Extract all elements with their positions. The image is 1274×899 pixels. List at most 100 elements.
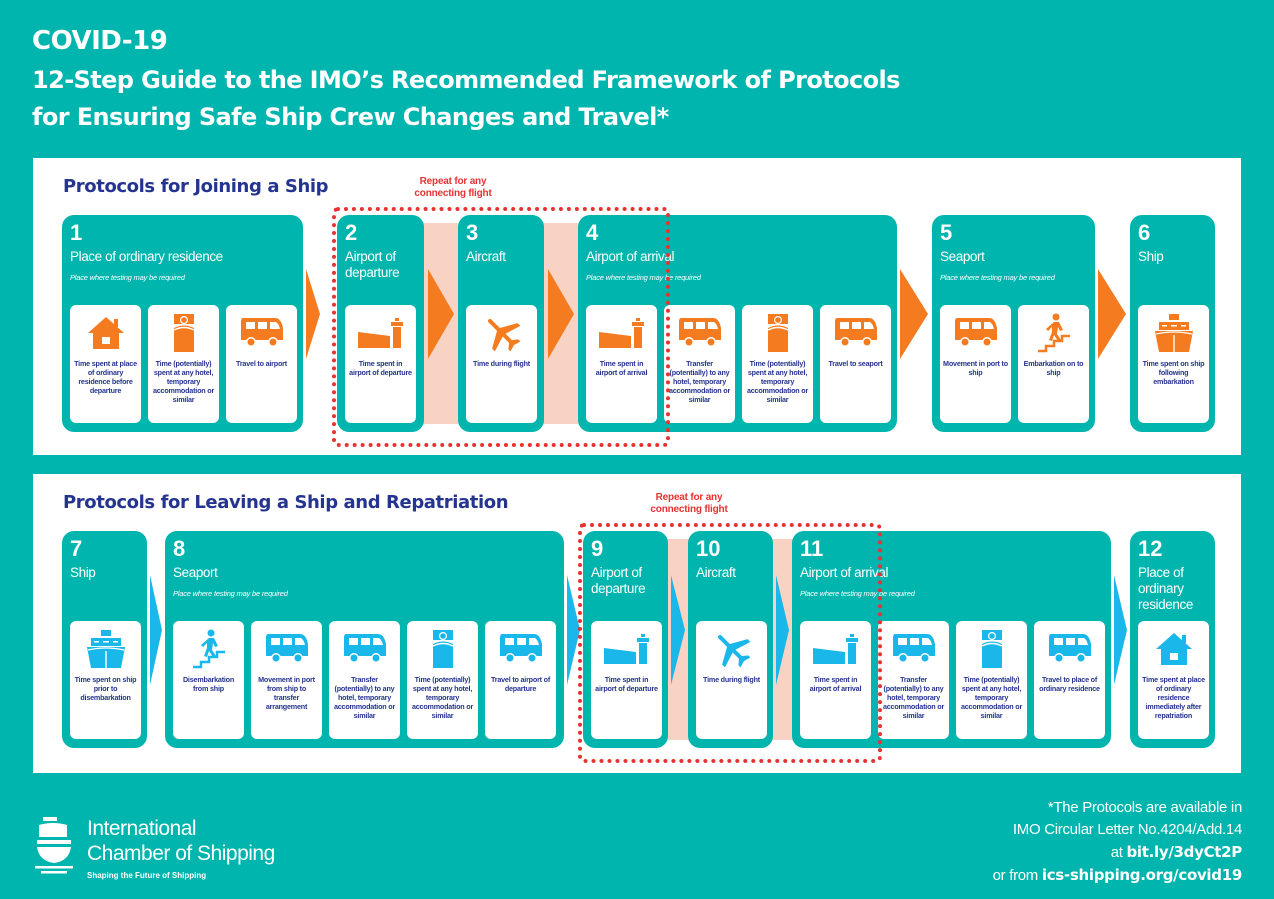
step-name: Aircraft (696, 565, 736, 580)
step-number: 4 (586, 220, 599, 245)
step-name: Seaport (173, 565, 218, 580)
footnote-line4: or from ics-shipping.org/covid19 (993, 864, 1243, 887)
stage-box: Time (potentially) spent at any hotel, t… (742, 305, 813, 423)
step-name: Place of ordinary residence (1138, 565, 1193, 612)
flow-arrow-icon (150, 574, 162, 690)
testing-note: Place where testing may be required (173, 589, 288, 598)
org-name-line2: Chamber of Shipping (87, 842, 275, 865)
header-title-line3: for Ensuring Safe Ship Crew Changes and … (32, 103, 669, 131)
stage-caption: Transfer (potentially) to any hotel, tem… (882, 675, 945, 720)
footnote-line3: at bit.ly/3dyCt2P (993, 841, 1243, 864)
flow-arrow-icon (776, 574, 789, 690)
testing-note: Place where testing may be required (70, 273, 185, 282)
header-title-line1: COVID-19 (32, 26, 168, 56)
step-name: Airport of arrival (800, 565, 889, 580)
flow-arrow-icon (671, 574, 685, 690)
footnote: *The Protocols are available in IMO Circ… (993, 797, 1243, 887)
step-name: Airport of departure (591, 565, 646, 596)
leaving-section-title: Protocols for Leaving a Ship and Repatri… (63, 492, 509, 513)
testing-note: Place where testing may be required (800, 589, 915, 598)
stage-caption: Movement in port from ship to transfer a… (258, 675, 315, 711)
stage-caption: Time spent in airport of arrival (595, 359, 648, 377)
org-tagline: Shaping the Future of Shipping (87, 871, 207, 880)
stage-caption: Time spent at place of ordinary residenc… (1142, 675, 1205, 720)
ics-logo-icon (33, 815, 77, 880)
airport-icon (345, 313, 416, 353)
flow-arrow-icon (306, 268, 320, 364)
house-icon (1138, 629, 1209, 669)
step-number: 8 (173, 536, 186, 561)
bus-icon (820, 313, 891, 353)
bed-icon (407, 629, 478, 669)
stage-box: Time during flight (696, 621, 767, 739)
step-number: 3 (466, 220, 479, 245)
stage-box: Movement in port from ship to transfer a… (251, 621, 322, 739)
stage-caption: Time spent on ship following embarkation (1142, 359, 1205, 386)
stage-caption: Travel to airport of departure (490, 675, 551, 693)
stage-box: Transfer (potentially) to any hotel, tem… (878, 621, 949, 739)
stage-caption: Travel to airport (236, 359, 287, 368)
footnote-line1: *The Protocols are available in (1047, 799, 1242, 816)
stage-caption: Time spent in airport of arrival (809, 675, 862, 693)
stage-caption: Time spent on ship prior to disembarkati… (74, 675, 137, 702)
stage-box: Travel to seaport (820, 305, 891, 423)
stage-box: Embarkation on to ship (1018, 305, 1089, 423)
step-name: Seaport (940, 249, 985, 264)
bed-icon (956, 629, 1027, 669)
flow-arrow-icon (1098, 268, 1126, 364)
airport-icon (586, 313, 657, 353)
step-number: 12 (1138, 536, 1163, 561)
stage-caption: Time during flight (703, 675, 760, 684)
footnote-prefix: at (1110, 844, 1127, 861)
flow-arrow-icon (1114, 574, 1127, 690)
stage-caption: Time spent at place of ordinary residenc… (74, 359, 137, 395)
bed-icon (742, 313, 813, 353)
bus-icon (878, 629, 949, 669)
ics-link[interactable]: ics-shipping.org/covid19 (1041, 866, 1242, 884)
airport-icon (591, 629, 662, 669)
house-icon (70, 313, 141, 353)
step-number: 5 (940, 220, 953, 245)
step-number: 11 (800, 536, 824, 561)
stage-box: Time during flight (466, 305, 537, 423)
airplane-icon (696, 629, 767, 669)
step-number: 2 (345, 220, 358, 245)
bus-icon (1034, 629, 1105, 669)
flow-arrow-icon (428, 268, 454, 364)
repeat-note: Repeat for any connecting flight (414, 176, 492, 199)
bus-icon (485, 629, 556, 669)
step-number: 10 (696, 536, 721, 561)
stage-caption: Transfer (potentially) to any hotel, tem… (668, 359, 731, 404)
stage-box: Time (potentially) spent at any hotel, t… (148, 305, 219, 423)
step-name: Place of ordinary residence (70, 249, 223, 264)
bus-icon (226, 313, 297, 353)
step-name: Airport of departure (345, 249, 400, 280)
stage-box: Transfer (potentially) to any hotel, tem… (329, 621, 400, 739)
ship-icon (70, 629, 141, 669)
org-name: International Chamber of Shipping (87, 816, 275, 866)
step-name: Aircraft (466, 249, 506, 264)
stage-box: Travel to airport (226, 305, 297, 423)
stairs-person-icon (173, 629, 244, 669)
airplane-icon (466, 313, 537, 353)
step-number: 6 (1138, 220, 1151, 245)
stage-box: Time spent at place of ordinary residenc… (70, 305, 141, 423)
stage-caption: Embarkation on to ship (1023, 359, 1084, 377)
flow-arrow-icon (900, 268, 928, 364)
stage-box: Disembarkation from ship (173, 621, 244, 739)
stage-caption: Travel to place of ordinary residence (1039, 675, 1100, 693)
stage-box: Movement in port to ship (940, 305, 1011, 423)
stage-box: Time spent in airport of arrival (586, 305, 657, 423)
bitly-link[interactable]: bit.ly/3dyCt2P (1126, 843, 1242, 861)
stage-caption: Time (potentially) spent at any hotel, t… (960, 675, 1023, 720)
stage-box: Travel to airport of departure (485, 621, 556, 739)
